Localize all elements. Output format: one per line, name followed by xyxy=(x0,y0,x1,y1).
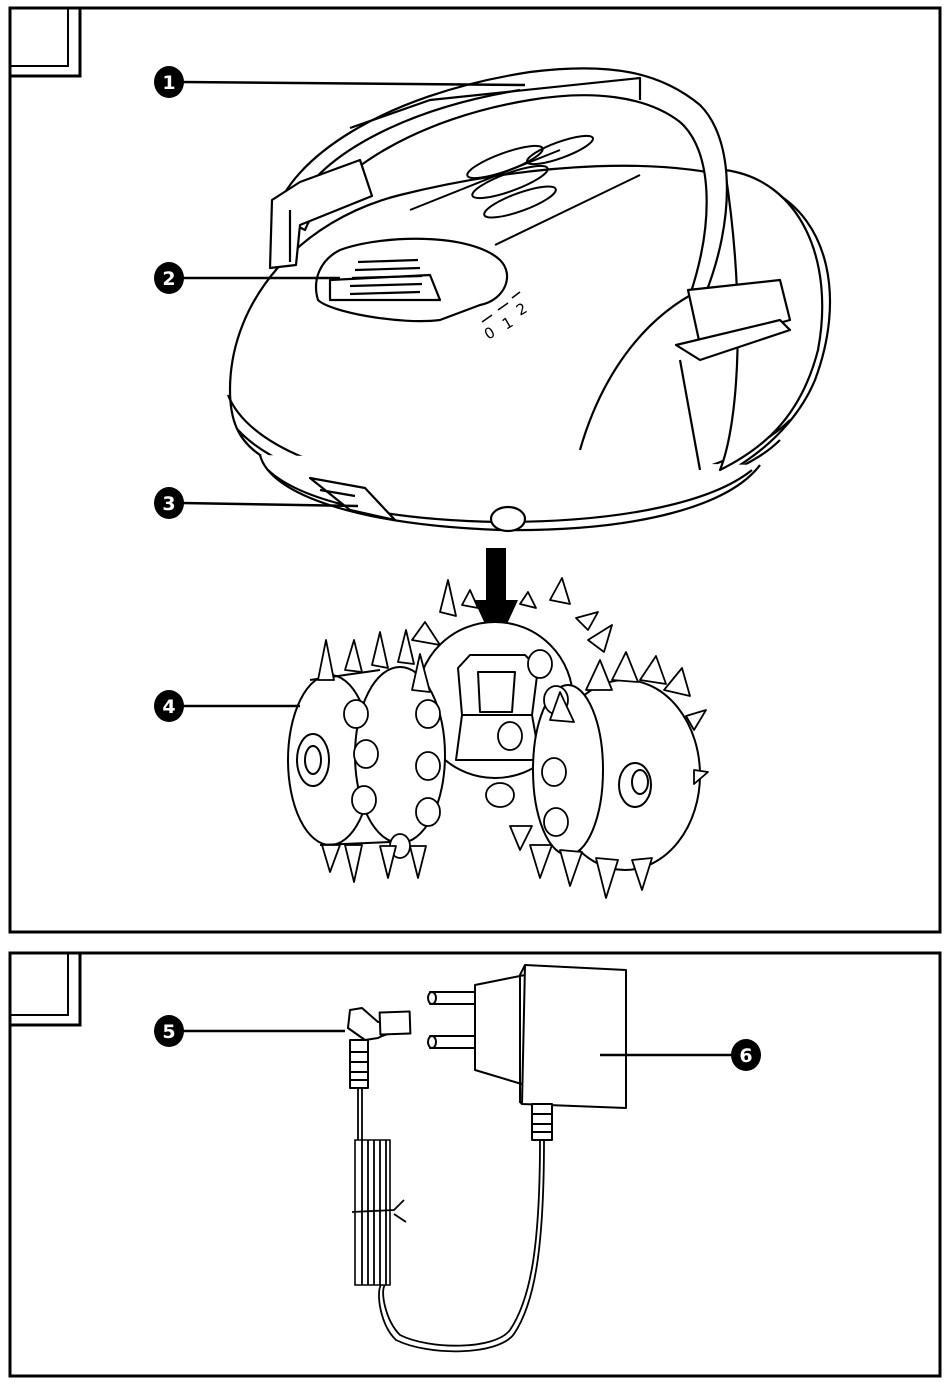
connector-plug xyxy=(348,1008,410,1088)
callout-4-number: 4 xyxy=(162,696,175,718)
callout-1-number: 1 xyxy=(162,72,175,94)
massager-body xyxy=(228,166,830,531)
callout-6: 6 xyxy=(731,1039,761,1071)
callout-3: 3 xyxy=(154,487,184,519)
callout-5-number: 5 xyxy=(162,1021,175,1043)
callout-1: 1 xyxy=(154,66,184,98)
callout-2-number: 2 xyxy=(162,268,175,290)
callout-3-number: 3 xyxy=(162,493,175,515)
callout-4: 4 xyxy=(154,690,184,722)
power-cable xyxy=(352,1088,544,1351)
callout-2: 2 xyxy=(154,262,184,294)
callout-6-number: 6 xyxy=(739,1045,752,1067)
callout-5: 5 xyxy=(154,1015,184,1047)
power-adapter xyxy=(428,965,626,1140)
